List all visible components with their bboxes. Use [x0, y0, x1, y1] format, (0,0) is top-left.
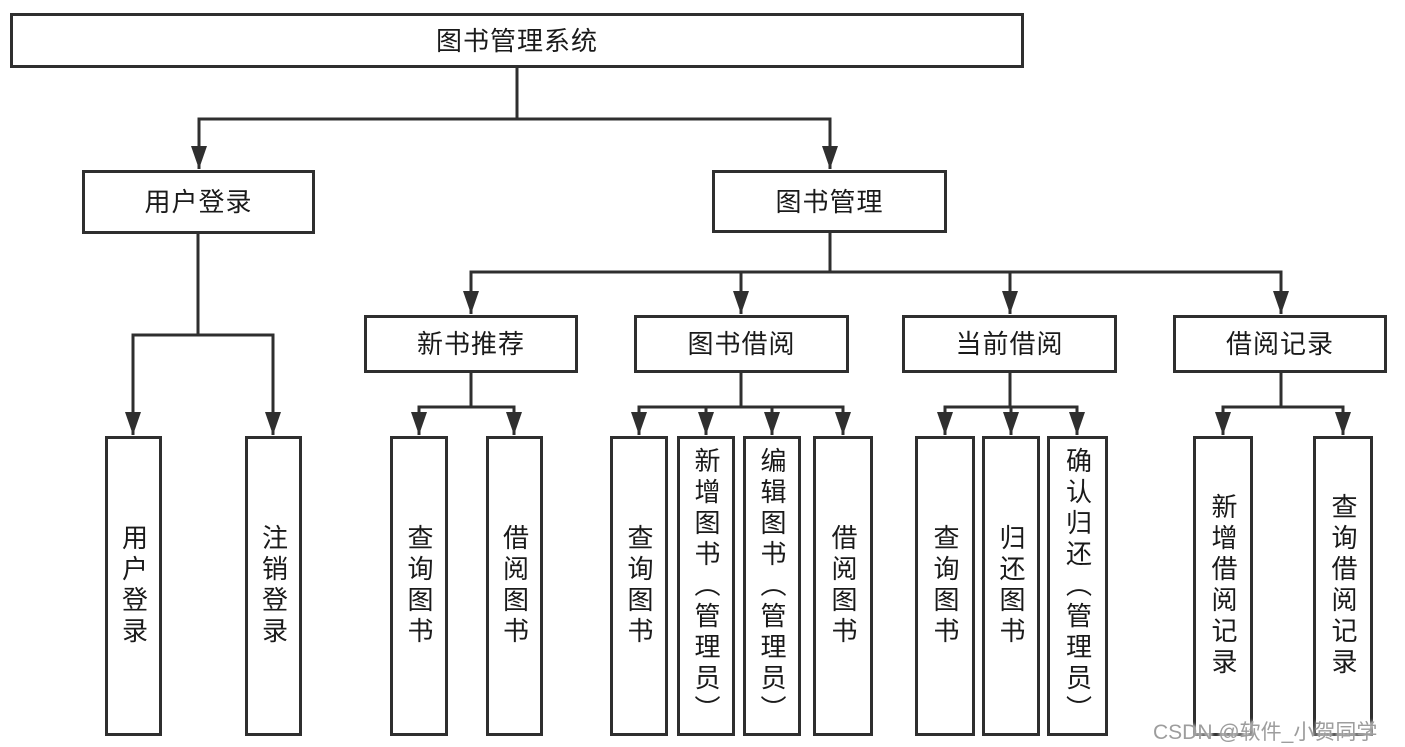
node-user-login-label: 用户登录 [144, 187, 253, 217]
leaf-borrow-books: 借阅图书 [813, 436, 873, 736]
node-book-borrowing-label: 图书借阅 [687, 329, 796, 359]
leaf-query-borrow-record-label: 查询借阅记录 [1328, 493, 1358, 679]
leaf-confirm-return-admin-label: 确认归还（管理员） [1062, 446, 1093, 726]
leaf-query-books-recommend-label: 查询图书 [404, 524, 434, 648]
leaf-user-login-label: 用户登录 [118, 524, 149, 648]
leaf-borrow-books-recommend: 借阅图书 [486, 436, 543, 736]
leaf-return-books-label: 归还图书 [996, 524, 1026, 648]
leaf-logout: 注销登录 [245, 436, 302, 736]
node-new-book-recommend: 新书推荐 [364, 315, 578, 373]
node-current-borrowing: 当前借阅 [902, 315, 1117, 373]
leaf-add-books-admin: 新增图书（管理员） [677, 436, 735, 736]
node-book-management-label: 图书管理 [775, 186, 884, 217]
leaf-logout-label: 注销登录 [258, 524, 289, 648]
leaf-borrow-books-label: 借阅图书 [828, 524, 858, 648]
leaf-add-borrow-record-label: 新增借阅记录 [1208, 493, 1238, 679]
leaf-user-login: 用户登录 [105, 436, 162, 736]
leaf-add-books-admin-label: 新增图书（管理员） [691, 446, 721, 726]
node-borrowing-records-label: 借阅记录 [1225, 329, 1334, 359]
leaf-query-books-current-label: 查询图书 [930, 524, 960, 648]
leaf-edit-books-admin-label: 编辑图书（管理员） [757, 446, 787, 726]
leaf-query-books-current: 查询图书 [915, 436, 975, 736]
leaf-edit-books-admin: 编辑图书（管理员） [743, 436, 801, 736]
leaf-confirm-return-admin: 确认归还（管理员） [1047, 436, 1108, 736]
leaf-query-books-borrow: 查询图书 [610, 436, 668, 736]
leaf-query-books-recommend: 查询图书 [390, 436, 448, 736]
node-new-book-recommend-label: 新书推荐 [416, 329, 525, 359]
csdn-watermark: CSDN @软件_小贺同学 [1153, 721, 1378, 744]
node-user-login: 用户登录 [82, 170, 315, 234]
leaf-query-borrow-record: 查询借阅记录 [1313, 436, 1373, 736]
leaf-add-borrow-record: 新增借阅记录 [1193, 436, 1253, 736]
node-library-system: 图书管理系统 [10, 13, 1024, 68]
node-current-borrowing-label: 当前借阅 [955, 329, 1064, 359]
node-book-management: 图书管理 [712, 170, 947, 233]
leaf-query-books-borrow-label: 查询图书 [624, 524, 654, 648]
leaf-borrow-books-recommend-label: 借阅图书 [499, 524, 530, 648]
node-library-system-label: 图书管理系统 [435, 25, 598, 56]
leaf-return-books: 归还图书 [982, 436, 1040, 736]
node-book-borrowing: 图书借阅 [634, 315, 849, 373]
node-borrowing-records: 借阅记录 [1173, 315, 1387, 373]
